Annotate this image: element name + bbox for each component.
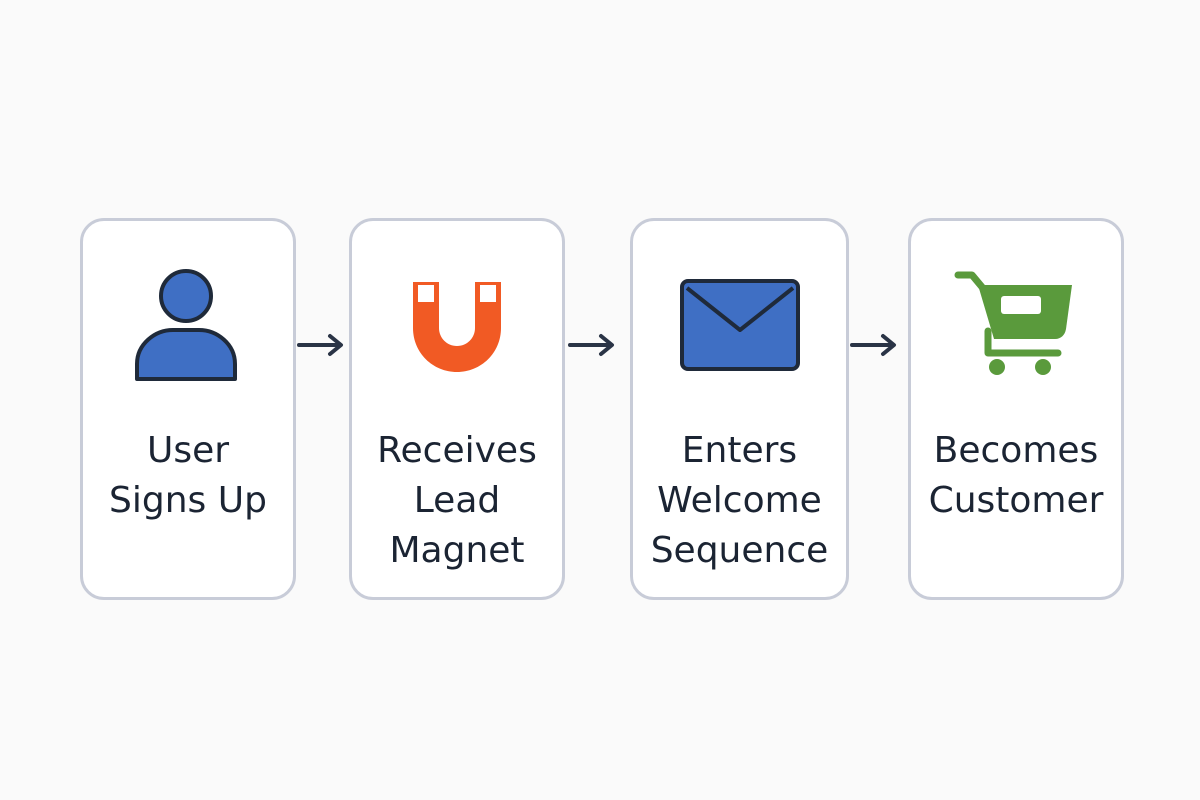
step-card-enters-welcome-sequence: Enters Welcome Sequence: [630, 218, 849, 600]
step-label: Becomes Customer: [928, 430, 1104, 521]
shopping-cart-icon: [911, 261, 1121, 391]
step-card-receives-lead-magnet: Receives Lead Magnet: [349, 218, 565, 600]
user-icon: [83, 261, 293, 391]
step-label: Receives Lead Magnet: [377, 430, 537, 571]
step-card-becomes-customer: Becomes Customer: [908, 218, 1124, 600]
step-card-user-signs-up: User Signs Up: [80, 218, 296, 600]
arrow-right-icon: [568, 334, 614, 356]
step-label: User Signs Up: [109, 430, 267, 521]
envelope-icon: [633, 261, 846, 391]
arrow-right-icon: [850, 334, 896, 356]
arrow-right-icon: [297, 334, 343, 356]
step-label: Enters Welcome Sequence: [650, 430, 829, 571]
magnet-icon: [352, 261, 562, 391]
